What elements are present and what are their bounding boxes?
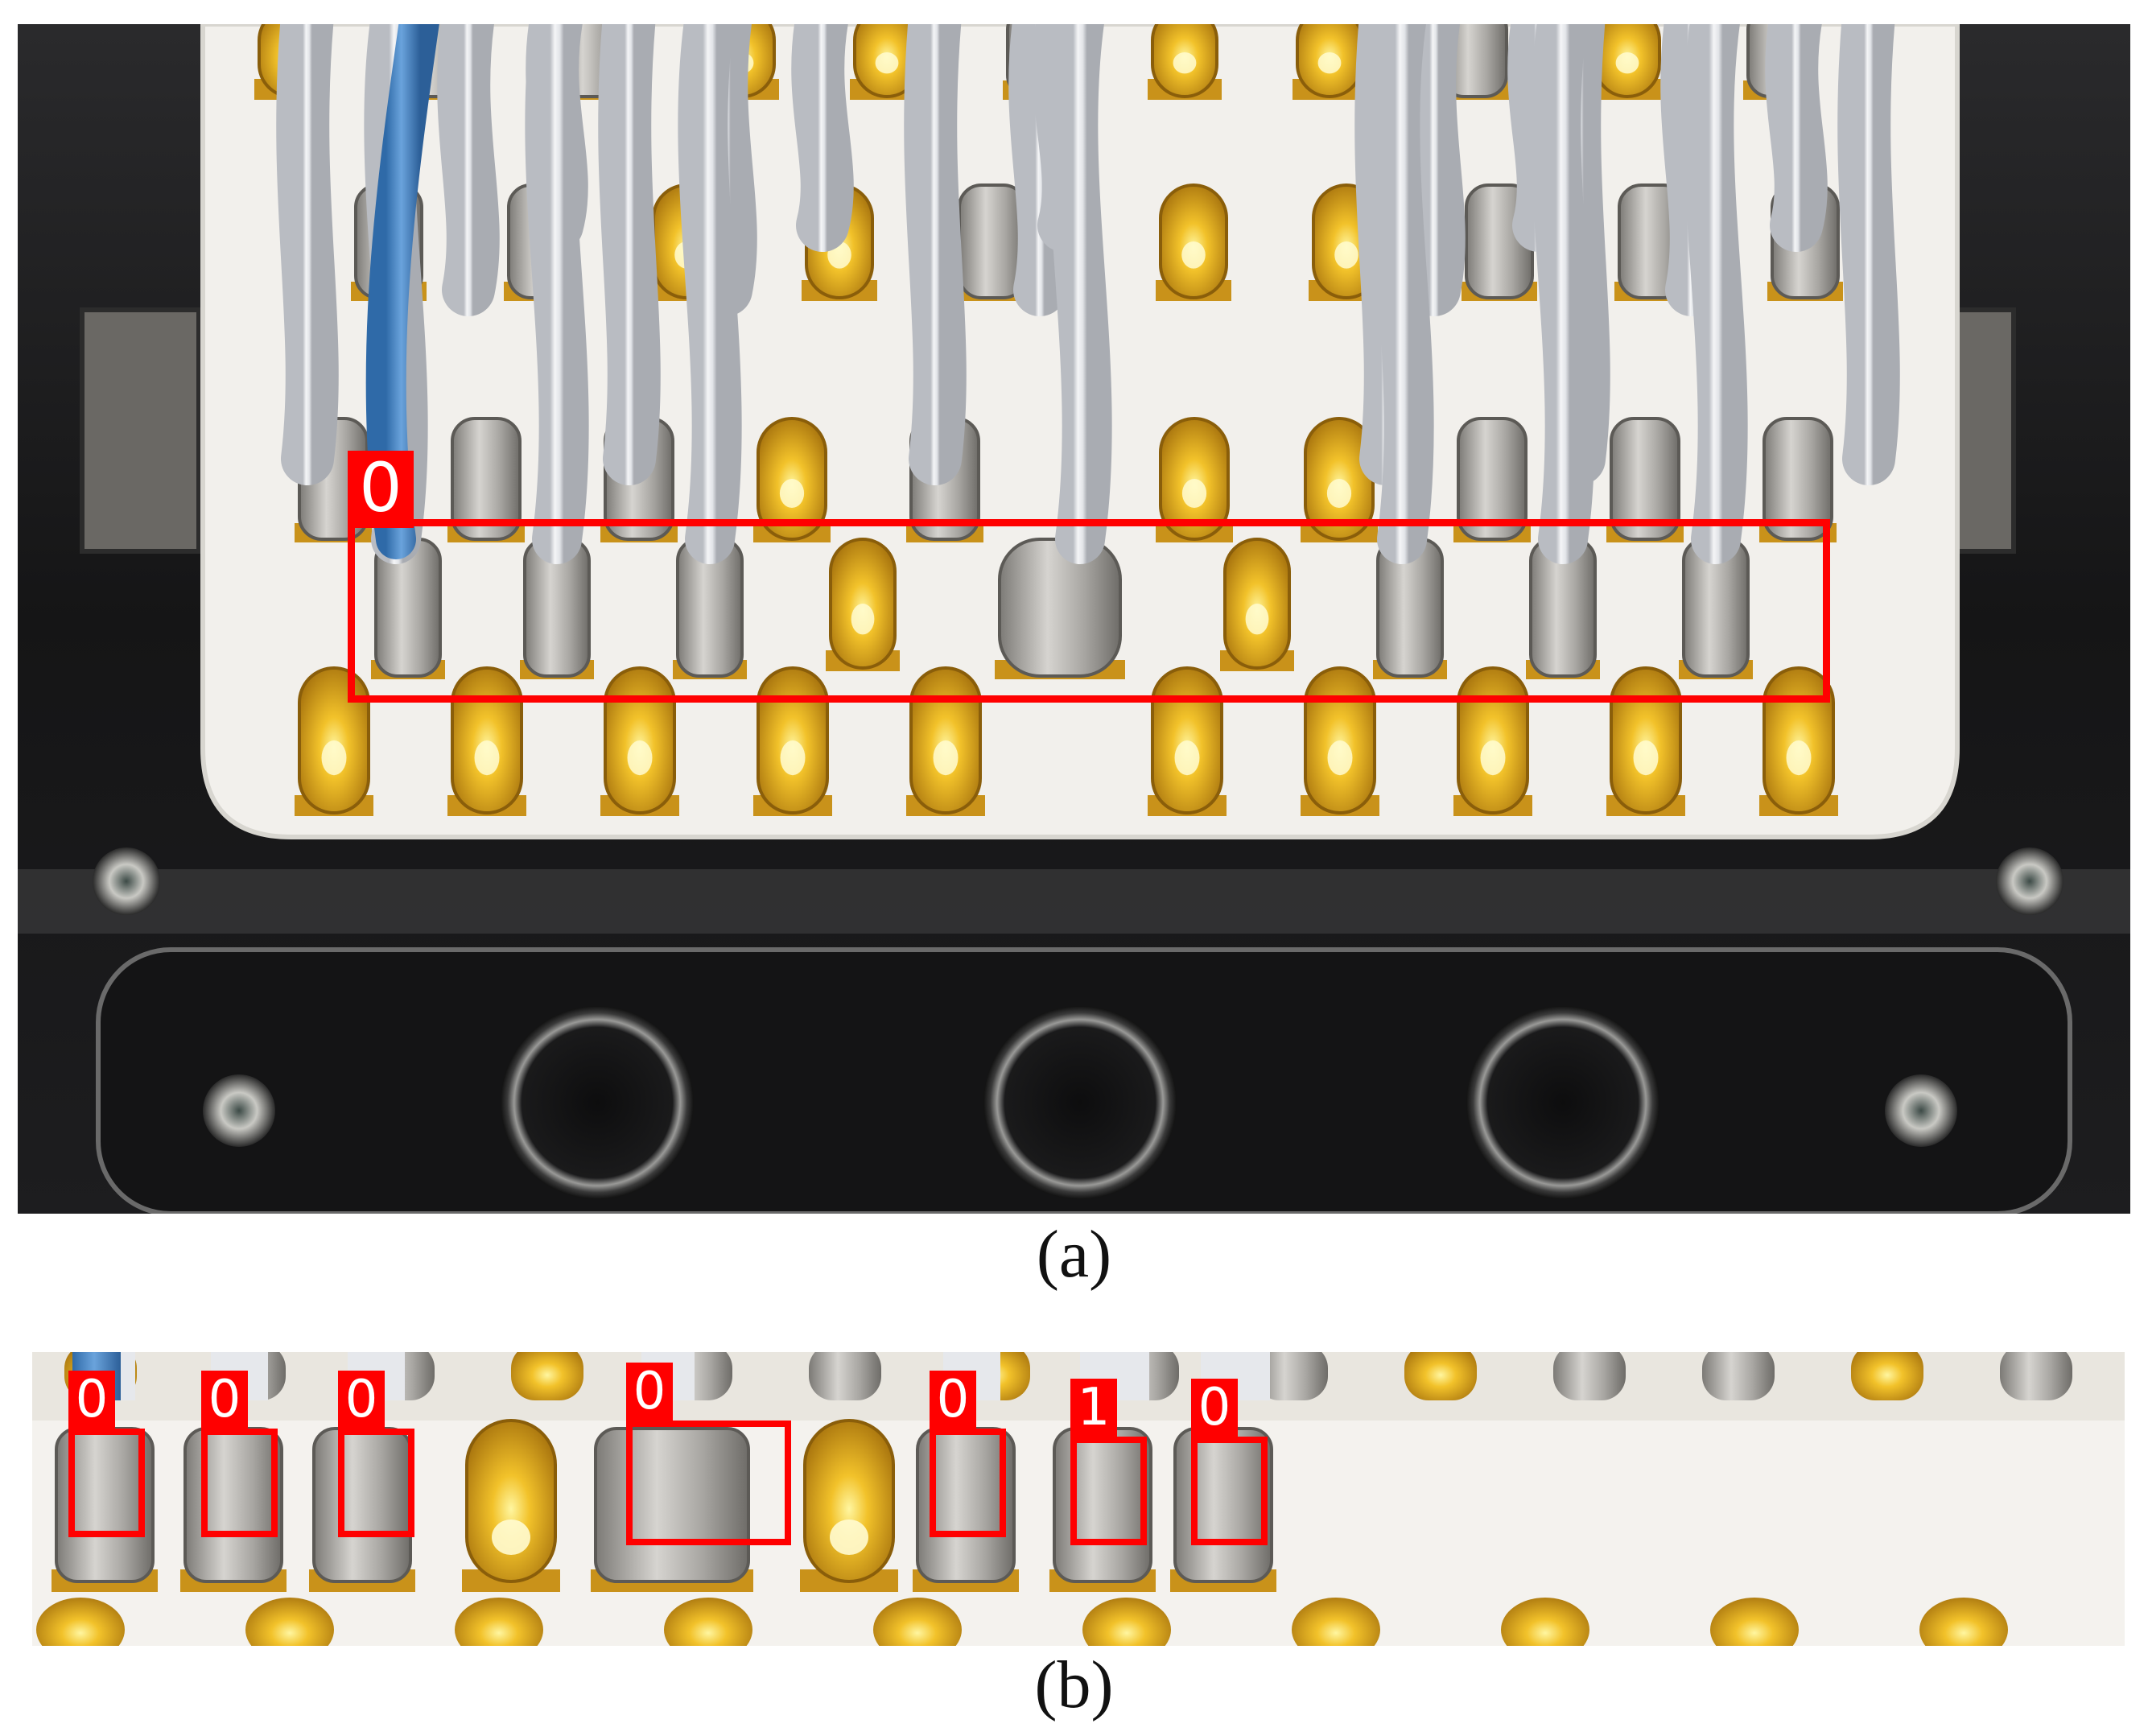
wire <box>1765 24 1828 252</box>
wire <box>437 24 500 316</box>
pin-glint <box>1786 740 1812 776</box>
zoomed-pin-row <box>36 1352 2072 1646</box>
detection-box <box>930 1429 1006 1537</box>
detection-box <box>1191 1437 1268 1545</box>
pin-glint <box>1181 479 1207 508</box>
caption-a: (a) <box>1036 1217 1112 1292</box>
front-gold-pin-row <box>295 666 1838 816</box>
detection-box <box>201 1429 278 1537</box>
front-pin <box>1919 1598 2008 1646</box>
gold-pin <box>1223 538 1291 670</box>
background-pin <box>1553 1352 1626 1400</box>
pin-glint <box>1480 740 1506 776</box>
side-clamp <box>80 307 201 554</box>
background-pin <box>1404 1352 1477 1400</box>
pin-glint <box>1633 740 1659 776</box>
detection-label: 0 <box>930 1371 976 1433</box>
photo-panel-a: 0 <box>18 24 2130 1214</box>
mount-hole <box>983 1006 1177 1199</box>
front-pin <box>664 1598 752 1646</box>
pin-glint <box>321 740 347 776</box>
background-pin <box>1702 1352 1775 1400</box>
background-pin <box>511 1352 583 1400</box>
solder-joint <box>1763 417 1833 541</box>
detection-box <box>626 1421 791 1545</box>
pin-glint <box>1174 740 1200 776</box>
wire <box>1370 24 1434 564</box>
pin-glint <box>875 52 899 74</box>
pin-glint <box>1334 241 1358 269</box>
front-pin <box>1501 1598 1589 1646</box>
front-pin <box>36 1598 125 1646</box>
detection-label: 0 <box>68 1371 115 1433</box>
wire <box>1048 24 1112 564</box>
detection-label: 0 <box>338 1371 385 1433</box>
wire <box>525 24 589 564</box>
wire <box>276 24 339 485</box>
wire <box>1403 24 1466 316</box>
detection-box <box>338 1429 414 1537</box>
pin-glint <box>1326 479 1352 508</box>
pin-glint <box>780 740 806 776</box>
solder-joint <box>1610 417 1680 541</box>
front-pin <box>873 1598 962 1646</box>
gold-pin <box>803 1419 895 1583</box>
pin-glint <box>474 740 500 776</box>
wire <box>598 24 661 485</box>
front-pin <box>1082 1598 1171 1646</box>
pin-glint <box>1327 740 1353 776</box>
pin-glint <box>1181 241 1206 269</box>
front-pin <box>245 1598 334 1646</box>
wire <box>1531 24 1595 564</box>
detection-label: 0 <box>348 451 414 528</box>
photo-panel-b: 0 0 0 0 0 1 0 <box>32 1352 2125 1646</box>
screw <box>203 1074 275 1147</box>
gold-pin <box>829 538 897 670</box>
pin-glint <box>830 1520 868 1555</box>
wire <box>904 24 967 485</box>
pin-glint <box>779 479 805 508</box>
detection-box <box>68 1429 145 1537</box>
pin-glint <box>1317 52 1342 74</box>
wire <box>1837 24 1900 485</box>
wires <box>276 24 1900 564</box>
detection-label: 0 <box>1191 1379 1238 1441</box>
screw <box>1885 1074 1957 1147</box>
detection-label: 1 <box>1070 1379 1117 1441</box>
pin-glint <box>851 604 875 635</box>
detection-box <box>348 519 1830 703</box>
front-pin <box>1710 1598 1799 1646</box>
background-pin <box>1851 1352 1923 1400</box>
wire <box>678 24 742 564</box>
screw <box>93 847 160 915</box>
detection-label: 0 <box>201 1371 248 1433</box>
detection-box <box>1070 1437 1147 1545</box>
background-pin <box>1255 1352 1328 1400</box>
solder-joint <box>451 417 522 541</box>
pin-glint <box>1245 604 1269 635</box>
wire <box>791 24 854 252</box>
pin-glint <box>933 740 959 776</box>
background-pin <box>809 1352 881 1400</box>
background-pin <box>2000 1352 2072 1400</box>
pin-glint <box>627 740 653 776</box>
caption-b: (b) <box>1034 1647 1114 1722</box>
front-pin <box>455 1598 543 1646</box>
detection-label: 0 <box>626 1363 673 1425</box>
pin-glint <box>1615 52 1639 74</box>
front-pin <box>1292 1598 1380 1646</box>
mount-hole <box>1466 1006 1659 1199</box>
pin-glint <box>1173 52 1197 74</box>
mount-hole <box>501 1006 694 1199</box>
screw <box>1996 847 2063 915</box>
gold-pin <box>465 1419 557 1583</box>
connector-photo-a <box>18 24 2130 1214</box>
wire <box>1684 24 1748 564</box>
pin-glint <box>492 1520 530 1555</box>
solder-joint <box>1457 417 1528 541</box>
